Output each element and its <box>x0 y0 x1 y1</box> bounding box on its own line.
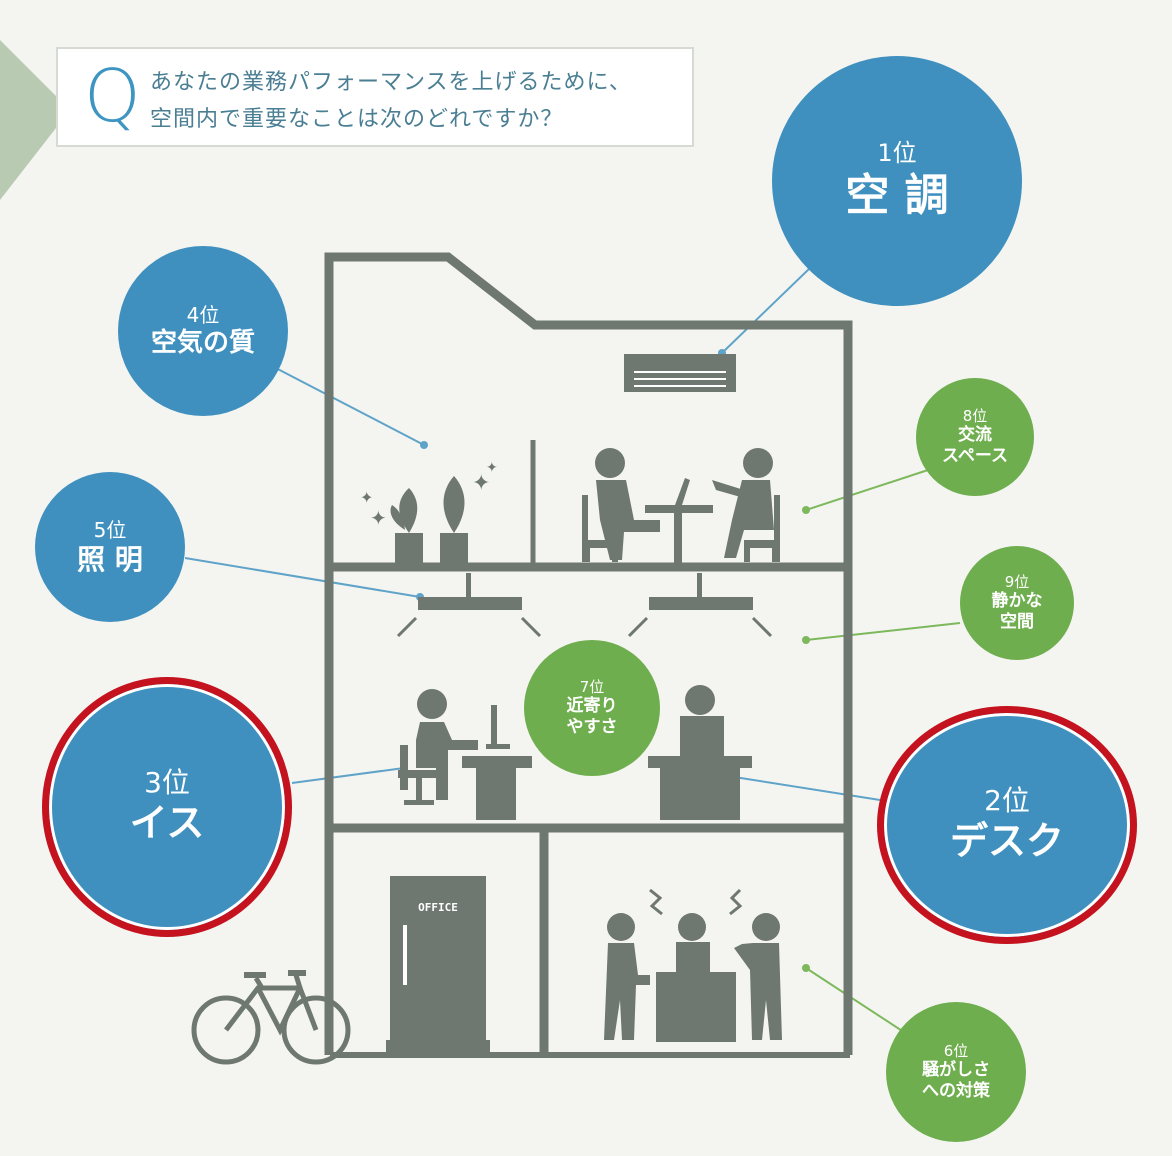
connector-air <box>269 364 425 446</box>
rank-6-bubble: 6位 騒がしさ への対策 <box>886 1002 1026 1142</box>
light-icon <box>418 573 753 610</box>
noisy-people-icon <box>604 913 782 1042</box>
rank-7-bubble: 7位 近寄り やすさ <box>524 640 660 776</box>
svg-text:✦: ✦ <box>370 506 387 530</box>
svg-text:✦: ✦ <box>486 460 498 476</box>
desk-person-icon <box>648 685 752 820</box>
connector-ac <box>721 267 811 354</box>
connector-quiet <box>805 622 961 641</box>
meeting-people-icon <box>582 448 780 563</box>
question-mark: Q <box>84 54 141 138</box>
rank-4-bubble: 4位 空気の質 <box>118 246 288 416</box>
building-outline <box>324 252 853 1055</box>
connector-light <box>184 557 421 598</box>
connector-noise <box>805 967 917 1041</box>
rank-5-bubble: 5位 照 明 <box>35 472 185 622</box>
connector-chair <box>291 767 405 784</box>
question-line-2: 空間内で重要なことは次のどれですか？ <box>150 107 564 132</box>
plant-icon <box>390 476 468 565</box>
office-door-icon: OFFICE <box>386 876 490 1052</box>
rank-9-bubble: 9位 静かな 空間 <box>960 546 1074 660</box>
connector-desk <box>727 775 881 801</box>
question-line-1: あなたの業務パフォーマンスを上げるために、 <box>150 70 632 95</box>
rank-3-bubble: 3位 イス <box>42 677 292 937</box>
rank-8-bubble: 8位 交流 スペース <box>916 378 1034 496</box>
question-box: Q あなたの業務パフォーマンスを上げるために、 空間内で重要なことは次のどれです… <box>56 47 694 147</box>
door-sign: OFFICE <box>418 901 458 914</box>
svg-text:✦: ✦ <box>360 488 373 507</box>
connector-space <box>805 469 929 511</box>
chair-desk-person-icon <box>398 689 532 820</box>
rank-1-bubble: 1位 空 調 <box>772 56 1022 306</box>
air-conditioner-icon <box>624 354 736 392</box>
bicycle-icon <box>191 974 351 1065</box>
rank-2-bubble: 2位 デスク <box>877 706 1137 944</box>
svg-text:✦: ✦ <box>472 471 490 496</box>
